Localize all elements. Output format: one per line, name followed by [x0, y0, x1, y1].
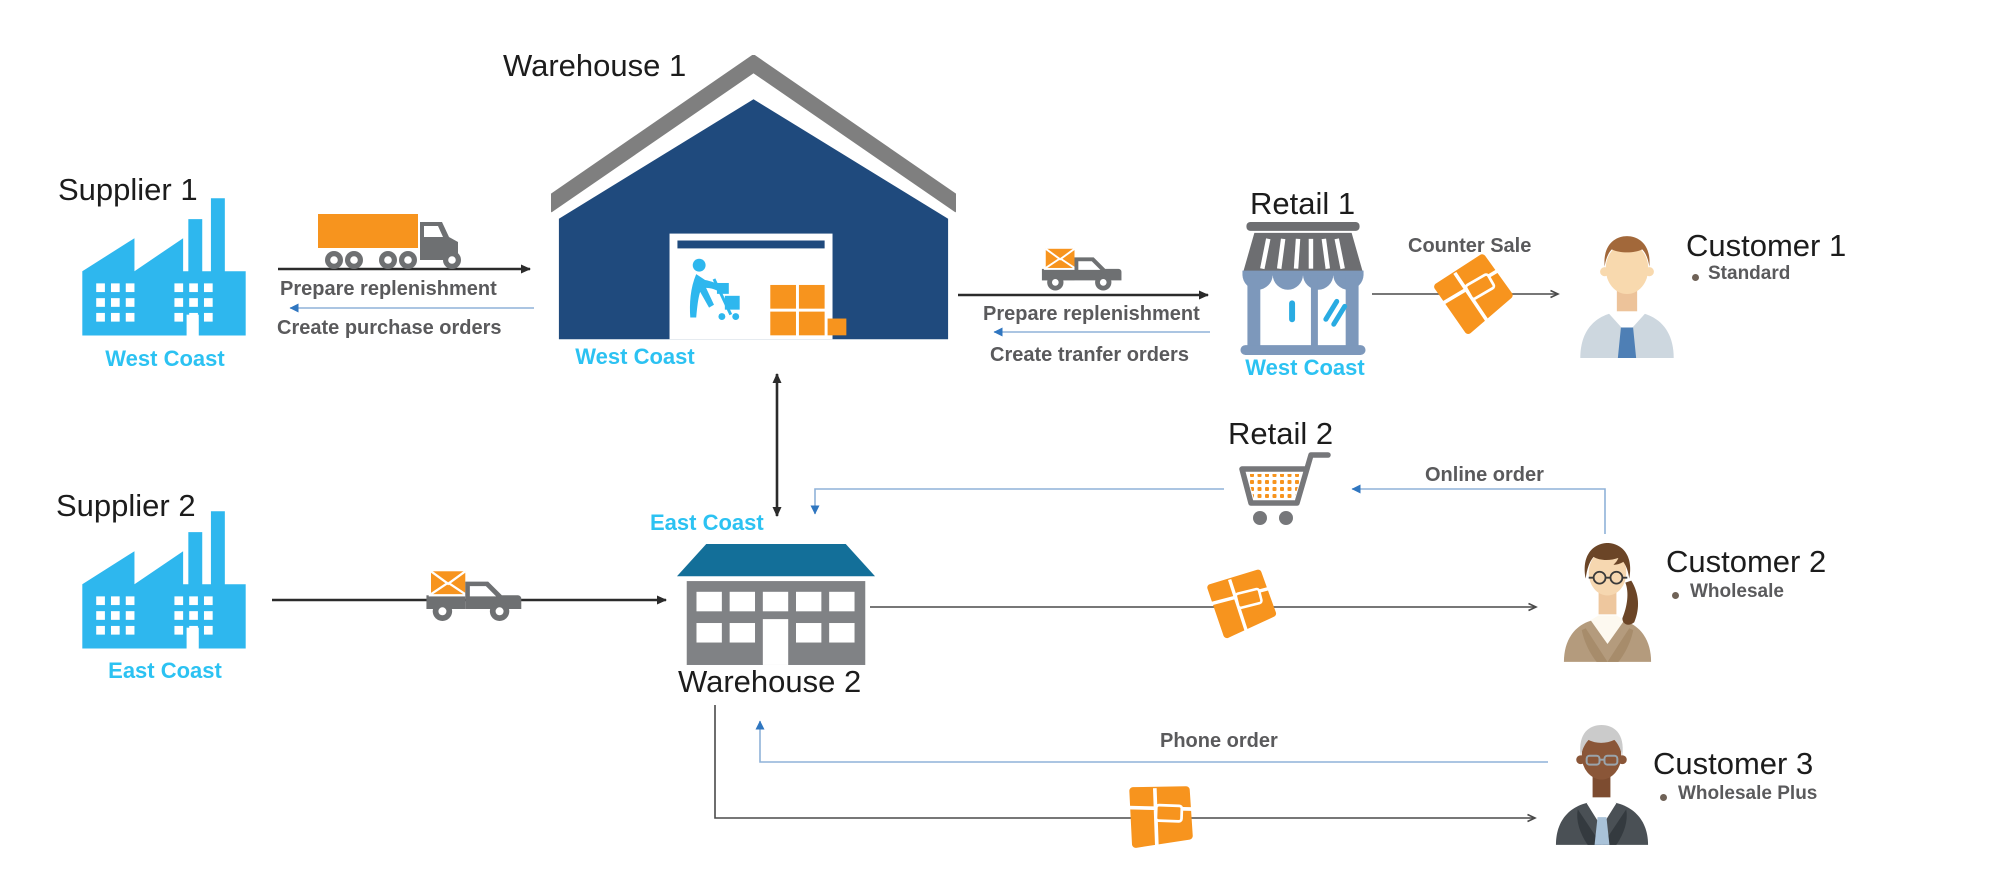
arrow-customer2-to-retail2	[1351, 484, 1606, 534]
flow1-back-label: Create purchase orders	[277, 317, 502, 339]
worker-dolly-icon	[689, 258, 740, 321]
supplier2-title: Supplier 2	[56, 488, 196, 523]
customer3-title: Customer 3	[1653, 746, 1814, 781]
counter-sale-label: Counter Sale	[1408, 235, 1532, 257]
flow1-forward-label: Prepare replenishment	[280, 278, 497, 300]
warehouse2-title: Warehouse 2	[678, 664, 862, 699]
factory-icon	[82, 511, 246, 649]
glasses-icon	[1585, 754, 1619, 766]
warehouse1-title: Warehouse 1	[503, 48, 687, 83]
customer3-avatar	[1555, 725, 1649, 845]
retail2-title: Retail 2	[1228, 416, 1334, 451]
supplier1-title: Supplier 1	[58, 172, 198, 207]
package-icon	[1434, 254, 1513, 335]
bullet-icon	[1672, 592, 1679, 599]
storefront-icon	[1240, 222, 1366, 355]
stacked-boxes-icon	[770, 284, 847, 336]
factory-icon	[82, 198, 246, 336]
bullet-icon	[1660, 794, 1667, 801]
warehouse2-region: East Coast	[650, 510, 764, 535]
flow2-back-label: Create tranfer orders	[990, 344, 1189, 366]
supplier1-region: West Coast	[105, 346, 225, 371]
flow2-forward-label: Prepare replenishment	[983, 303, 1200, 325]
customer2-avatar	[1563, 543, 1652, 662]
semi-truck-icon	[318, 214, 461, 269]
online-order-label: Online order	[1425, 464, 1544, 486]
retail1-region: West Coast	[1245, 355, 1365, 380]
window-shine-icon	[1323, 298, 1348, 327]
arrow-warehouse1-to-retail1	[958, 290, 1210, 337]
bullet-icon	[1692, 274, 1699, 281]
customer1-avatar	[1580, 236, 1674, 358]
warehouse2-icon	[676, 544, 876, 665]
customer1-title: Customer 1	[1686, 228, 1847, 263]
phone-order-label: Phone order	[1160, 730, 1278, 752]
arrow-warehouse2-to-customer3	[714, 705, 1537, 823]
warehouse1-region: West Coast	[575, 344, 695, 369]
customer2-title: Customer 2	[1666, 544, 1827, 579]
arrow-customer3-to-warehouse2	[755, 720, 1548, 763]
customer3-type: Wholesale Plus	[1678, 783, 1818, 804]
glasses-icon	[1588, 570, 1628, 585]
delivery-truck-icon	[1041, 246, 1122, 291]
retail1-title: Retail 1	[1250, 186, 1356, 221]
supplier2-region: East Coast	[108, 658, 222, 683]
warehouse1-icon	[551, 55, 956, 340]
package-icon	[1128, 786, 1195, 848]
customer1-type: Standard	[1708, 263, 1791, 284]
customer2-type: Wholesale	[1690, 581, 1784, 602]
delivery-truck-icon	[426, 569, 522, 621]
arrow-supplier1-to-warehouse1	[278, 264, 534, 313]
package-icon	[1207, 569, 1277, 639]
shopping-cart-icon	[1239, 452, 1331, 525]
arrow-retail2-to-warehouse2	[810, 488, 1224, 515]
